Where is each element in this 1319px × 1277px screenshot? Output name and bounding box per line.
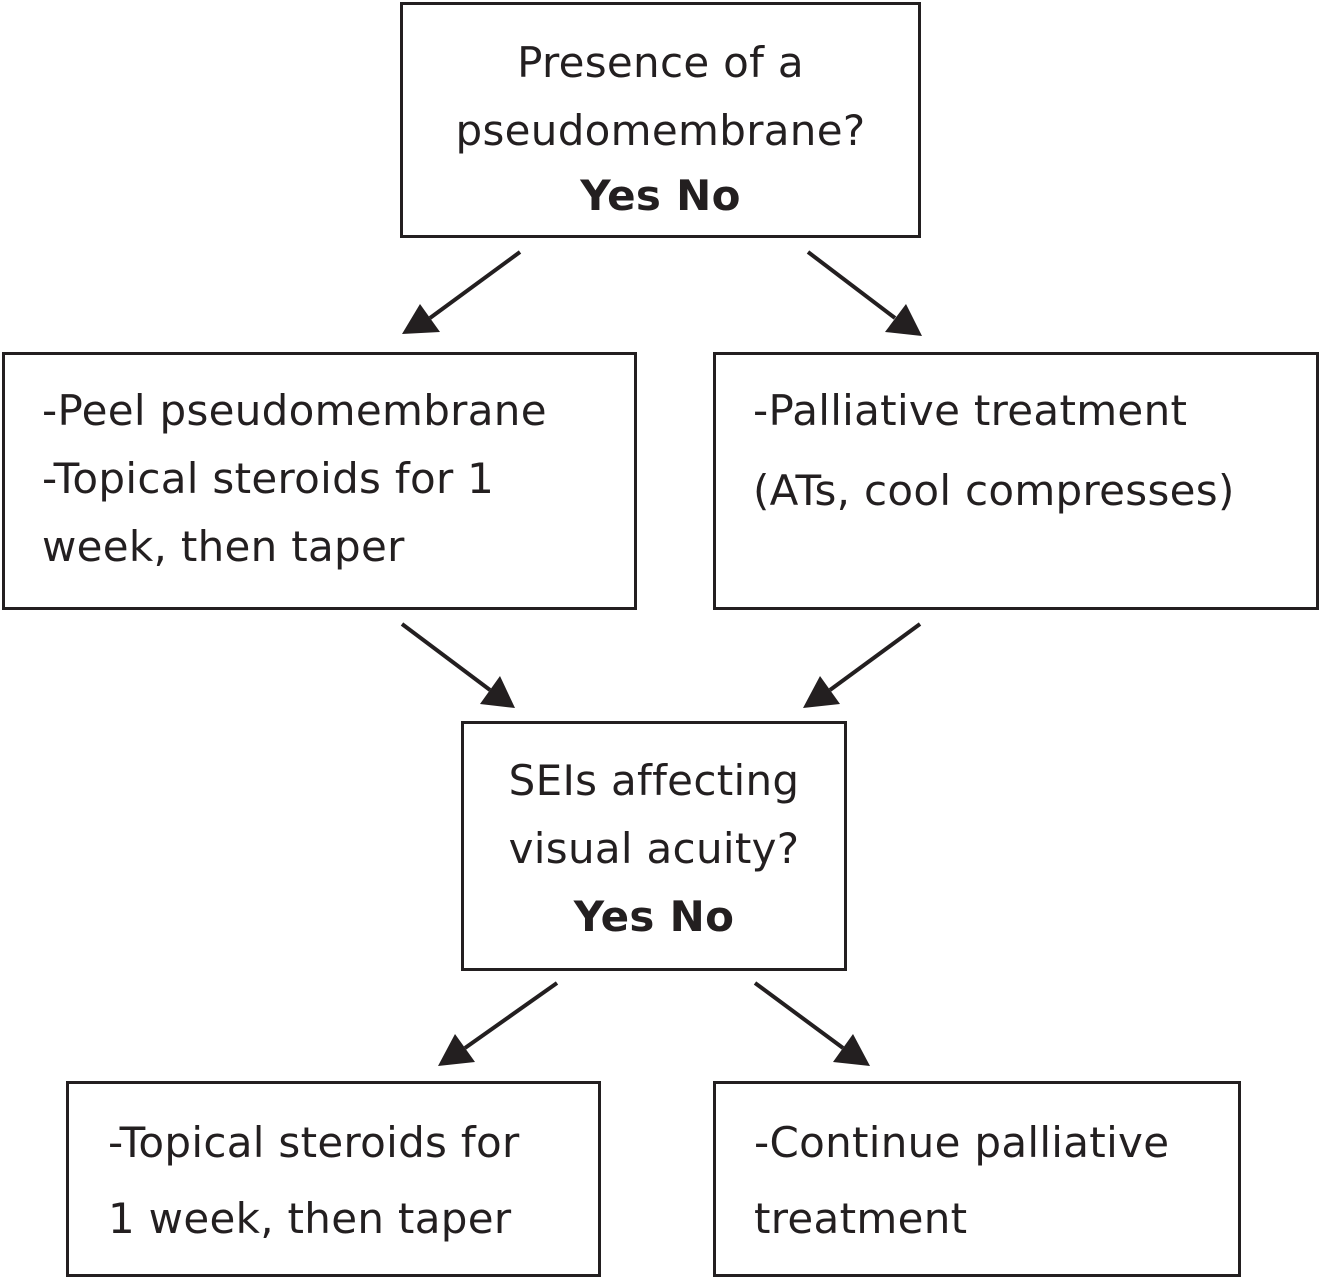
arrow-decision2-to-no2 [753,981,870,1066]
treatment-line-2: (ATs, cool compresses) [753,466,1235,515]
treatment-box-peel: -Peel pseudomembrane -Topical steroids f… [2,352,637,610]
arrow-yes-to-decision2 [400,622,515,708]
decision-box-pseudomembrane: Presence of a pseudomembrane? Yes No [400,2,921,238]
treatment-box-continue-palliative: -Continue palliative treatment [713,1081,1241,1277]
arrow-decision2-to-yes2 [438,981,559,1066]
decision-answers: Yes No [573,892,735,941]
decision-answers: Yes No [580,171,741,220]
arrow-decision1-to-yes [402,250,522,334]
treatment-line-2: 1 week, then taper [108,1194,512,1243]
treatment-box-steroids: -Topical steroids for 1 week, then taper [66,1081,601,1277]
arrow-no-to-decision2 [803,622,922,708]
treatment-line-2: treatment [754,1194,968,1243]
decision-box-seis: SEIs affecting visual acuity? Yes No [461,721,847,971]
decision-question-line-2: pseudomembrane? [455,106,866,155]
decision-question-line-1: SEIs affecting [508,756,800,805]
treatment-box-palliative: -Palliative treatment (ATs, cool compres… [713,352,1319,610]
treatment-line-3: week, then taper [42,522,405,571]
treatment-line-1: -Topical steroids for [108,1118,520,1167]
decision-question-line-1: Presence of a [517,38,804,87]
treatment-line-1: -Peel pseudomembrane [42,386,547,435]
treatment-line-2: -Topical steroids for 1 [42,454,495,503]
treatment-line-1: -Continue palliative [754,1118,1170,1167]
treatment-line-1: -Palliative treatment [753,386,1188,435]
arrow-decision1-to-no [806,250,922,336]
decision-question-line-2: visual acuity? [508,824,800,873]
